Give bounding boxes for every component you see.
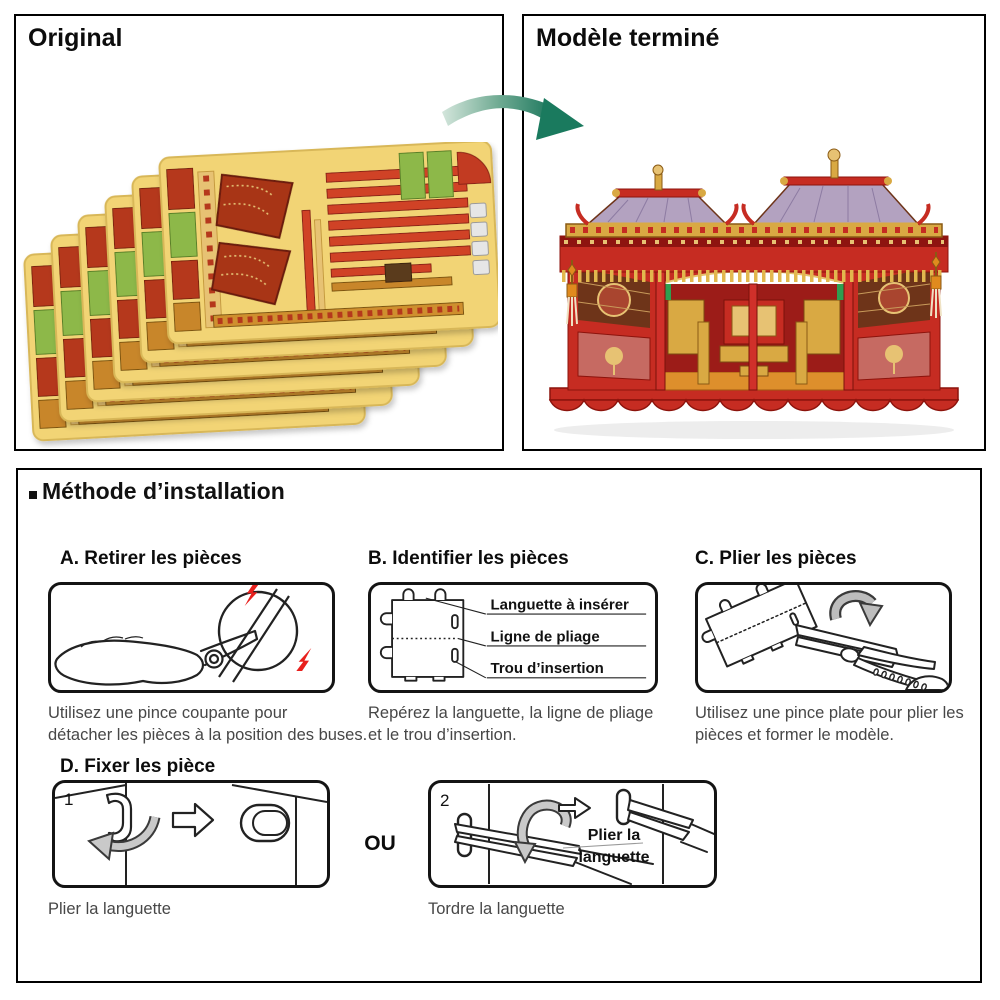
model-base <box>548 387 960 412</box>
label-fold-line: Ligne de pliage <box>491 628 600 645</box>
puzzle-sheets-illustration <box>22 142 498 448</box>
grip-dots <box>873 668 927 690</box>
fold-swoosh-arrow-icon <box>87 815 161 861</box>
bent-piece <box>701 585 818 668</box>
step-a-title: A. Retirer les pièces <box>60 548 242 569</box>
step-c-caption: Utilisez une pince plate pour plier les … <box>695 704 964 744</box>
right-arrow-icon <box>558 797 591 819</box>
right-arrow-icon <box>171 802 215 838</box>
step-d-title: D. Fixer les pièce <box>60 756 216 777</box>
step-b-caption: Repérez la languette, la ligne de pliage… <box>368 704 654 744</box>
label-insert-hole: Trou d’insertion <box>491 660 604 677</box>
step-b-title: B. Identifier les pièces <box>368 548 569 569</box>
option1-number: 1 <box>64 790 73 809</box>
pliers-body <box>795 624 949 690</box>
panel-original-title: Original <box>28 24 123 52</box>
bullet-square-icon <box>29 491 37 499</box>
inserting-pliers <box>627 799 714 853</box>
step-d-option2-caption: Tordre la languette <box>428 900 565 918</box>
model-shadow <box>554 421 954 439</box>
finished-model-illustration <box>548 148 960 439</box>
panel-finished-title: Modèle terminé <box>536 24 720 52</box>
model-left-wall <box>567 253 661 391</box>
sheet-1 <box>159 142 498 344</box>
piece-diagram: Languette à insérer Ligne de pliage Trou… <box>379 588 647 682</box>
panel-original: Original <box>14 14 504 451</box>
tab-in-slot <box>239 803 291 843</box>
step-a-figure <box>48 582 335 693</box>
transform-arrow-icon <box>442 94 584 140</box>
twist-tab-diagram: 2 Plier la languette <box>440 784 714 885</box>
panel-method: Méthode d’installation A. Retirer les pi… <box>16 468 982 983</box>
option2-number: 2 <box>440 791 449 810</box>
label-tab: Languette à insérer <box>491 596 630 613</box>
cut-spark-icons <box>244 585 312 671</box>
step-d-option1-caption: Plier la languette <box>48 900 171 918</box>
label-leader-line <box>562 842 644 849</box>
model-left-tassel <box>566 260 578 326</box>
step-d-option1-figure: 1 <box>52 780 330 888</box>
flat-pliers-icon <box>701 585 949 690</box>
option2-inner-label-line1: Plier la <box>588 827 641 844</box>
model-right-tassel <box>930 252 942 318</box>
step-a-caption: Utilisez une pince coupante pour détache… <box>48 704 368 744</box>
twist-swoosh-arrow-icon <box>513 799 572 865</box>
model-right-roof <box>741 148 931 226</box>
cutting-pliers-icon <box>54 585 312 686</box>
label-underlines <box>486 613 647 679</box>
method-title: Méthode d’installation <box>42 478 285 504</box>
step-d-option2-figure: 2 Plier la languette <box>428 780 717 888</box>
option2-inner-label-line2: languette <box>578 849 649 866</box>
model-entablature <box>559 223 949 282</box>
model-left-roof <box>575 164 739 226</box>
or-label: OU <box>364 832 396 855</box>
step-c-title: C. Plier les pièces <box>695 548 857 569</box>
model-right-wall <box>847 253 941 391</box>
step-b-figure: Languette à insérer Ligne de pliage Trou… <box>368 582 658 693</box>
panel-finished: Modèle terminé <box>522 14 986 451</box>
step-c-figure <box>695 582 952 693</box>
bend-arrow-icon <box>829 590 884 628</box>
fold-tab-diagram: 1 <box>55 783 327 885</box>
tab-hook <box>105 792 133 843</box>
